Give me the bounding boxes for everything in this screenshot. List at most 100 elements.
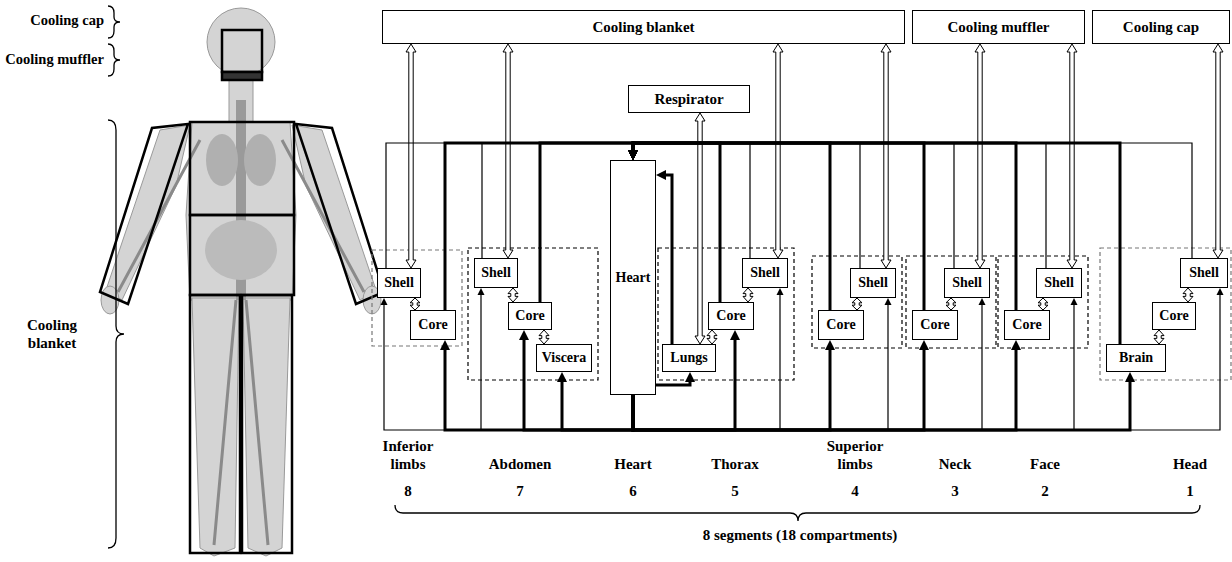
arrow-head <box>440 340 450 350</box>
blanket-outline <box>190 215 294 295</box>
box-label: Core <box>716 308 745 323</box>
segment-number: 8 <box>388 482 428 500</box>
segment-label: Neck <box>915 455 995 473</box>
arrow-head <box>630 153 637 160</box>
skin-flow-line <box>386 143 633 268</box>
arrow-head <box>630 153 637 160</box>
connector <box>633 298 986 430</box>
skin-flow-line <box>633 143 1046 268</box>
cap-outline <box>222 30 262 72</box>
segment-number: 4 <box>835 482 875 500</box>
compartment-box: Shell <box>1036 268 1082 298</box>
compartment-box: Respirator <box>628 85 750 113</box>
muffler-band <box>222 72 262 80</box>
compartment-box: Core <box>1004 310 1050 340</box>
connector <box>656 170 672 344</box>
blood-flow-line <box>633 143 1016 310</box>
blood-flow-line <box>445 143 633 310</box>
heat-exchange-arrow <box>1067 44 1077 268</box>
box-label: Cooling cap <box>1123 19 1199 36</box>
compartment-box: Core <box>410 310 456 340</box>
blanket-outline <box>100 124 188 304</box>
skin-flow-line <box>633 304 982 430</box>
segment-number: 7 <box>500 482 540 500</box>
compartment-box: Shell <box>850 268 896 298</box>
heat-exchange-arrow <box>881 44 891 268</box>
connector <box>503 44 513 258</box>
bracket <box>108 6 120 38</box>
connector <box>852 298 862 310</box>
segment-label: Heart <box>593 455 673 473</box>
compartment-box: Cooling cap <box>1092 10 1230 44</box>
segment-number: 6 <box>613 482 653 500</box>
box-label: Lungs <box>670 350 707 365</box>
bracket <box>108 120 124 548</box>
arrow-head <box>557 372 567 382</box>
box-label: Heart <box>616 270 651 285</box>
segment-number: 2 <box>1025 482 1065 500</box>
connector <box>975 44 985 268</box>
box-label: Shell <box>481 265 511 280</box>
blanket-outline <box>190 295 240 553</box>
connector <box>707 330 717 344</box>
segment-number: 5 <box>715 482 755 500</box>
connector <box>1213 44 1223 258</box>
arrow-head <box>630 153 637 160</box>
connector <box>440 340 633 430</box>
arrow-head <box>777 288 784 295</box>
blanket-outline <box>190 122 294 215</box>
compartment-box: Core <box>508 302 552 330</box>
heat-exchange-arrow <box>1154 330 1164 344</box>
arrow-head <box>519 330 529 340</box>
segment-group <box>658 248 794 380</box>
segment-label: Thorax <box>690 455 780 473</box>
box-label: Shell <box>1189 265 1219 280</box>
skin-flow-line <box>633 304 888 430</box>
box-label: Core <box>1159 308 1188 323</box>
connector <box>695 113 705 344</box>
blood-flow-line <box>633 349 924 430</box>
skin-flow-line <box>633 143 954 268</box>
heat-exchange-arrow <box>743 288 753 302</box>
arrow-head <box>979 298 986 305</box>
heat-exchange-arrow <box>508 288 518 302</box>
compartment-box: Shell <box>474 258 518 288</box>
box-label: Shell <box>952 275 982 290</box>
arrow-head <box>730 330 740 340</box>
segment-label: Abdomen <box>475 455 565 473</box>
arrow-head <box>825 340 835 350</box>
heat-exchange-arrow <box>975 44 985 268</box>
box-label: Shell <box>384 275 414 290</box>
arrow-head <box>656 170 666 180</box>
skin-flow-line <box>633 143 860 268</box>
segment-label: Inferior limbs <box>375 437 441 473</box>
connector <box>539 330 549 344</box>
blood-flow-line <box>656 381 690 385</box>
blood-flow-line <box>633 143 924 310</box>
compartment-box: Core <box>818 310 864 340</box>
connector <box>1154 330 1164 344</box>
arrow-head <box>1071 298 1078 305</box>
box-label: Respirator <box>654 91 723 108</box>
heat-exchange-arrow <box>539 330 549 344</box>
connector <box>1038 298 1048 310</box>
skin-flow-line <box>633 143 1192 258</box>
arrow-head <box>630 153 637 160</box>
connector <box>633 340 835 430</box>
connector <box>628 143 830 310</box>
compartment-box: Core <box>708 302 754 330</box>
segment-group <box>468 248 598 380</box>
arrow-head <box>630 153 637 160</box>
device-label: Cooling cap <box>30 12 104 29</box>
connector <box>628 143 1120 344</box>
arrow-head <box>630 153 637 160</box>
heat-exchange-arrow <box>503 44 513 258</box>
box-label: Shell <box>750 265 780 280</box>
blood-flow-line <box>633 143 830 310</box>
skin-flow-line <box>633 294 1220 430</box>
box-label: Shell <box>858 275 888 290</box>
viscera-shape <box>205 220 277 280</box>
arrow-head <box>1217 288 1224 295</box>
segment-label: Superior limbs <box>818 437 892 473</box>
compartment-box: Core <box>912 310 958 340</box>
